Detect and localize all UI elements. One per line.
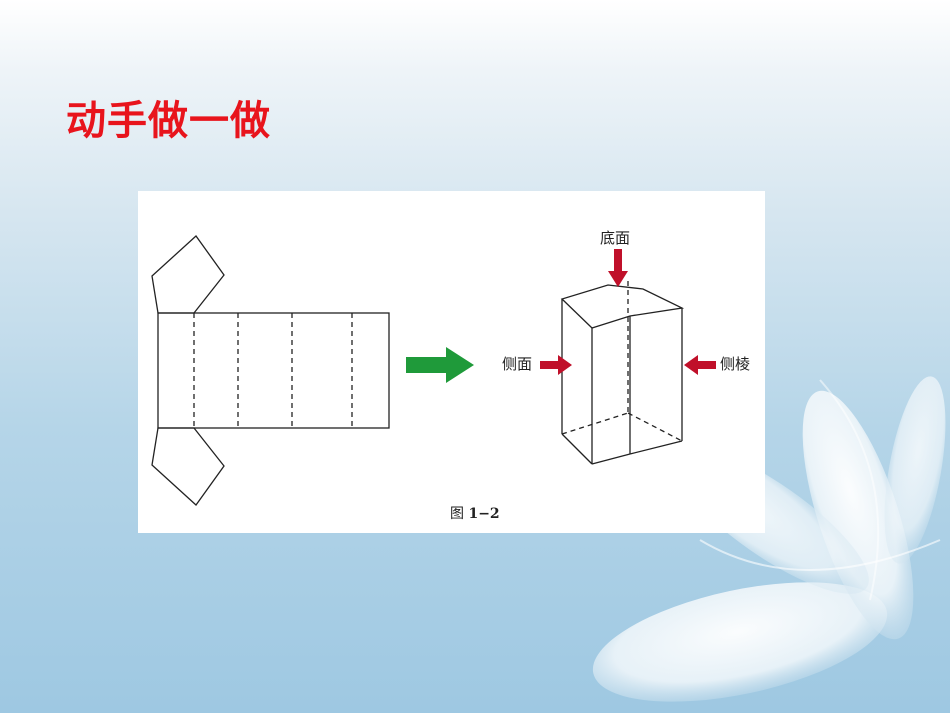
caption-number: 1−2 bbox=[468, 506, 500, 522]
net-rectangle bbox=[157, 312, 390, 429]
figure-drawing bbox=[151, 235, 716, 506]
side-face-arrow-icon bbox=[540, 355, 572, 375]
prism-solid bbox=[560, 281, 685, 465]
caption-prefix: 图 bbox=[450, 506, 464, 522]
net-fold-lines bbox=[193, 313, 353, 428]
base-face-arrow-icon bbox=[608, 249, 628, 287]
label-base-face: 底面 bbox=[600, 229, 631, 247]
transform-arrow-icon bbox=[406, 347, 474, 383]
net-bottom-pentagon bbox=[151, 427, 225, 506]
label-side-edge: 侧棱 bbox=[720, 355, 751, 373]
net-top-pentagon bbox=[151, 235, 225, 314]
figure-caption: 图 1−2 bbox=[450, 503, 500, 523]
slide-title: 动手做一做 bbox=[66, 98, 271, 144]
label-side-face: 侧面 bbox=[502, 355, 533, 373]
side-edge-arrow-icon bbox=[684, 355, 716, 375]
prism-net-figure: 底面 侧面 侧棱 图 1−2 bbox=[138, 191, 765, 533]
